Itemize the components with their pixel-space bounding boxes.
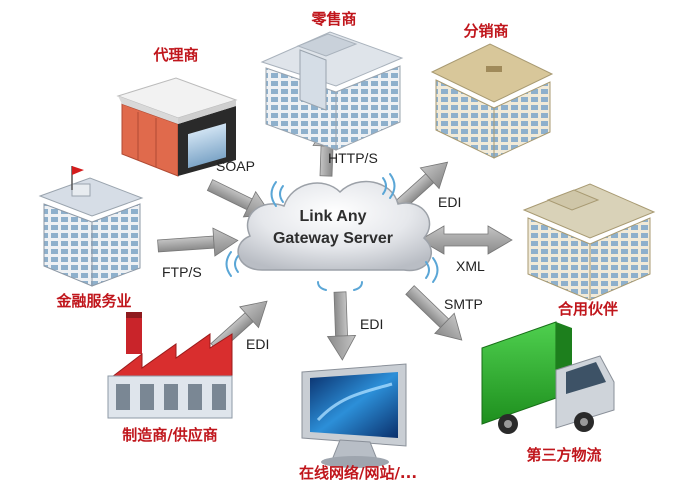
node-label-online: 在线网络/网站/...: [298, 464, 418, 482]
node-label-logistics: 第三方物流: [526, 446, 602, 464]
node-label-partner: 合用伙伴: [557, 300, 619, 318]
node-label-distributor: 分销商: [463, 22, 509, 40]
node-label-finance: 金融服务业: [56, 292, 132, 310]
arrow-ftp: [157, 227, 239, 257]
gateway-server-label: Link Any Gateway Server: [258, 206, 408, 250]
finance-building-icon: [38, 166, 144, 287]
arrow-edi-online: [326, 291, 357, 361]
node-label-retailer: 零售商: [311, 10, 357, 28]
truck-icon: [481, 321, 615, 434]
protocol-label-xml: XML: [456, 258, 485, 274]
agent-building-icon: [116, 77, 238, 177]
protocol-label-http: HTTP/S: [328, 150, 378, 166]
arrow-edi-distributor: [395, 161, 449, 211]
node-label-manufacturer: 制造商/供应商: [122, 426, 218, 444]
partner-building-icon: [522, 183, 656, 301]
server-line-2: Gateway Server: [272, 230, 394, 247]
server-line-1: Link Any: [299, 208, 367, 225]
protocol-label-edi-online: EDI: [360, 316, 384, 332]
arrow-xml: [419, 225, 513, 255]
node-label-agent: 代理商: [153, 46, 199, 64]
gateway-cloud: [237, 180, 433, 272]
arrow-smtp: [405, 285, 463, 341]
monitor-icon: [301, 363, 407, 468]
protocol-label-edi-distributor: EDI: [438, 194, 462, 210]
protocol-label-ftp: FTP/S: [162, 264, 202, 280]
protocol-label-soap: SOAP: [216, 158, 255, 174]
retailer-building-icon: [260, 31, 404, 151]
protocol-label-edi-manufacturer: EDI: [246, 336, 270, 352]
distributor-building-icon: [430, 43, 554, 159]
signal-waves: [225, 173, 439, 291]
protocol-label-smtp: SMTP: [444, 296, 483, 312]
factory-icon: [107, 312, 233, 419]
